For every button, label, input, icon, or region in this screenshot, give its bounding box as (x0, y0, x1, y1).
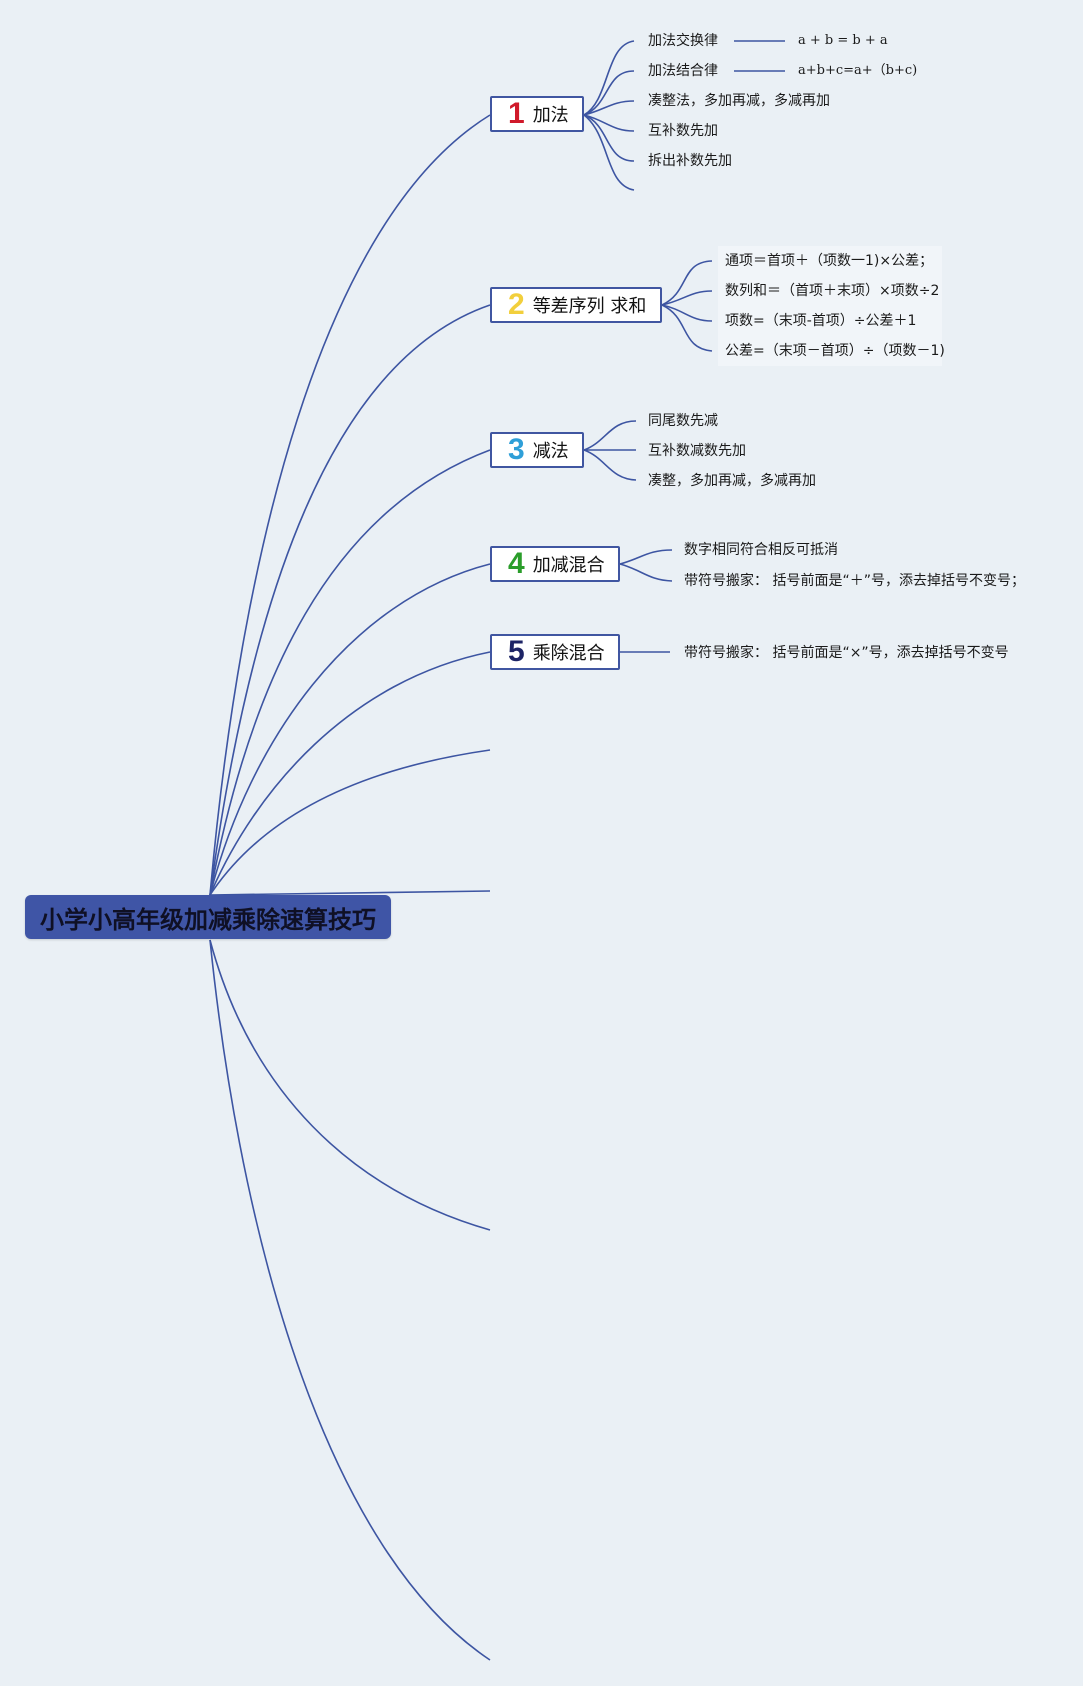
leaf-line-3-3 (583, 449, 637, 481)
leaf-line-4-2 (619, 563, 673, 582)
category-label-1: 加法 (532, 105, 569, 126)
leaf-term-count[interactable]: 项数=（末项-首项）÷公差＋1 (725, 313, 917, 329)
leaf-line-2-1 (661, 260, 713, 306)
leaf-general-term[interactable]: 通项＝首项＋（项数一1)×公差； (725, 253, 934, 269)
category-number-5: 5 (508, 635, 525, 668)
category-number-3: 3 (508, 433, 525, 466)
branch-line-6 (209, 749, 491, 896)
leaf-line-1-4 (583, 114, 635, 132)
branch-line-8 (209, 939, 491, 1231)
branch-line-2 (209, 304, 491, 896)
leaf-line-1-2 (583, 70, 635, 116)
leaf-line-1-3 (583, 100, 635, 116)
category-multiply-divide-mixed[interactable]: 5 乘除混合 (490, 634, 620, 670)
leaf-round-subtraction[interactable]: 凑整，多加再减，多减再加 (648, 473, 816, 489)
category-number-2: 2 (508, 288, 525, 321)
category-subtraction[interactable]: 3 减法 (490, 432, 584, 468)
leaf-move-with-sign-times[interactable]: 带符号搬家： 括号前面是“×”号，添去掉括号不变号 (684, 645, 1009, 661)
category-label-5: 乘除混合 (532, 643, 605, 664)
leaf-line-3-1 (583, 420, 637, 451)
branch-line-4 (209, 563, 491, 896)
branch-line-7 (209, 890, 491, 896)
leaf-line-4-1 (619, 549, 673, 565)
leaf-cancel-opposites[interactable]: 数字相同符合相反可抵消 (684, 542, 838, 558)
root-topic[interactable]: 小学小高年级加减乘除速算技巧 (25, 895, 391, 939)
leaf-split-complement[interactable]: 拆出补数先加 (648, 153, 732, 169)
root-title: 小学小高年级加减乘除速算技巧 (40, 905, 376, 934)
category-label-2: 等差序列 求和 (532, 296, 647, 317)
leaf-line-2-4 (661, 304, 713, 352)
leaf-addition-associative[interactable]: 加法结合律 (648, 63, 718, 79)
leaf-line-2-2 (661, 290, 713, 306)
branch-line-3 (209, 449, 491, 896)
leaf-addition-commutative[interactable]: 加法交换律 (648, 33, 718, 49)
branch-line-9 (209, 939, 491, 1661)
category-arithmetic-series[interactable]: 2 等差序列 求和 (490, 287, 662, 323)
branch-line-1 (209, 114, 491, 896)
leaf-line-1-5 (583, 114, 635, 162)
leaf-line-1-1 (583, 40, 635, 116)
category-label-4: 加减混合 (532, 555, 605, 576)
leaf-complement-first[interactable]: 互补数先加 (648, 123, 718, 139)
formula-associative[interactable]: a+b+c=a+（b+c) (798, 63, 918, 78)
category-add-subtract-mixed[interactable]: 4 加减混合 (490, 546, 620, 582)
leaf-round-up[interactable]: 凑整法，多加再减，多减再加 (648, 93, 830, 109)
leaf-same-tail-first[interactable]: 同尾数先减 (648, 413, 718, 429)
leaf-line-1-6 (583, 114, 635, 191)
leaf-series-sum[interactable]: 数列和＝（首项＋末项）×项数÷2 (725, 283, 940, 299)
branch-line-5 (209, 651, 491, 896)
leaf-complement-subtrahend[interactable]: 互补数减数先加 (648, 443, 746, 459)
formula-commutative[interactable]: a + b = b + a (798, 33, 888, 48)
category-label-3: 减法 (532, 441, 569, 462)
leaf-common-difference[interactable]: 公差=（末项－首项）÷（项数－1) (725, 343, 945, 359)
leaf-group-background (718, 246, 942, 366)
category-addition[interactable]: 1 加法 (490, 96, 584, 132)
category-number-1: 1 (508, 97, 525, 130)
leaf-move-with-sign-plus[interactable]: 带符号搬家： 括号前面是“＋”号，添去掉括号不变号； (684, 573, 1025, 589)
category-number-4: 4 (508, 547, 525, 580)
leaf-line-2-3 (661, 304, 713, 322)
